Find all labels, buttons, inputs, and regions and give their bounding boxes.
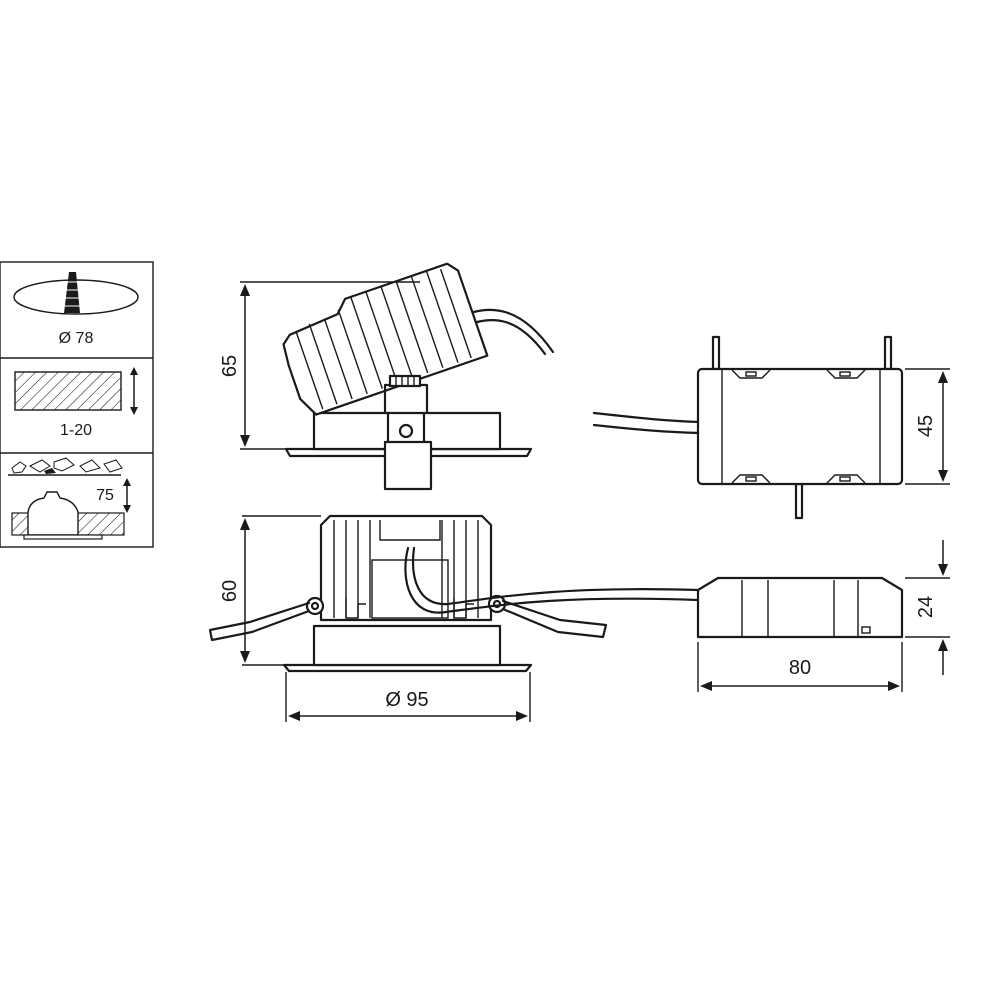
recessed-lamp-icon — [11, 491, 125, 540]
installation-legend: Ø 78 1-20 75 — [0, 261, 154, 548]
diameter-label: Ø 95 — [385, 689, 428, 711]
ceiling-thickness-icon — [14, 371, 122, 411]
tilted-height-dimension — [240, 281, 420, 450]
front-height-dimension — [240, 515, 321, 666]
driver-side-view — [696, 576, 904, 639]
driver-height-label: 45 — [915, 415, 937, 437]
insulation-icon — [8, 457, 123, 476]
ceiling-thickness-arrow — [130, 367, 138, 415]
driver-length-label: 80 — [789, 657, 811, 679]
driver-top-view — [592, 335, 904, 520]
tilted-height-label: 65 — [219, 355, 241, 377]
recess-depth-label: 75 — [96, 487, 114, 504]
driver-side-height-label: 24 — [915, 596, 937, 618]
ceiling-thickness-label: 1-20 — [60, 422, 92, 439]
driver-side-height-dimension — [905, 540, 950, 675]
cutout-label: Ø 78 — [59, 330, 94, 347]
front-height-label: 60 — [219, 580, 241, 602]
front-spot-view — [208, 514, 700, 673]
recess-depth-arrow — [123, 478, 131, 513]
tilted-spot-view — [282, 262, 555, 491]
driver-length-dimension — [697, 642, 903, 692]
cutout-icon — [13, 272, 139, 315]
diameter-dimension — [285, 672, 531, 722]
driver-height-dimension — [905, 368, 950, 485]
